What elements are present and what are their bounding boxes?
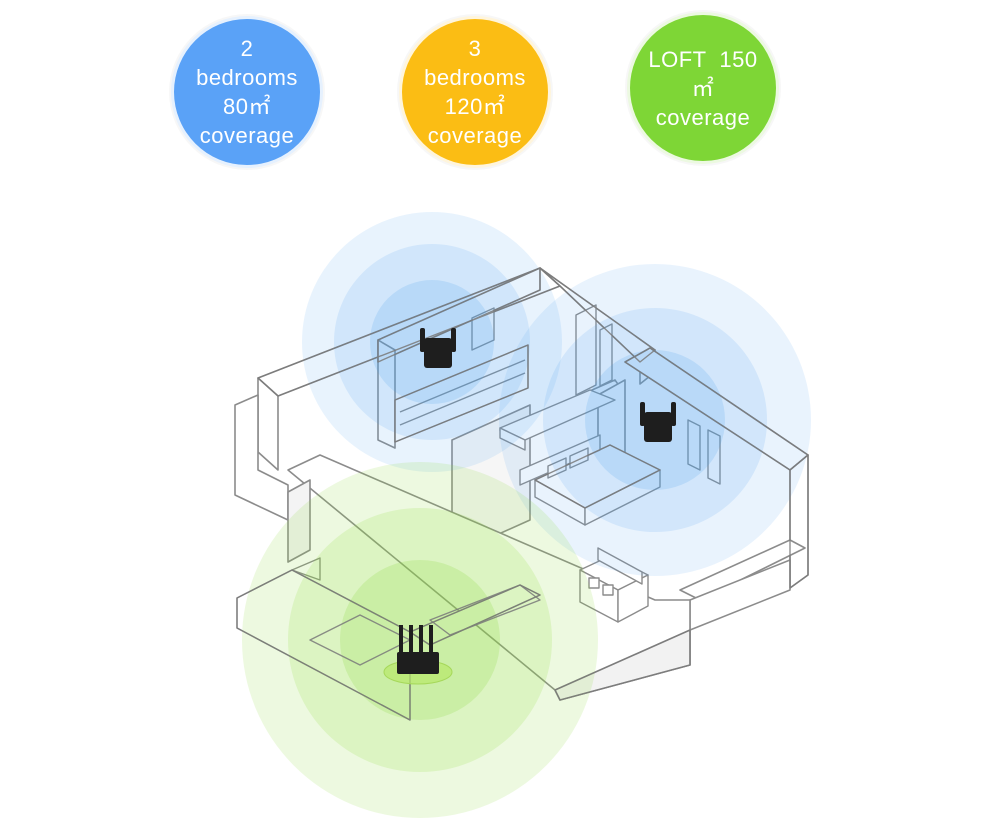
wifi-extender-icon [420, 328, 456, 368]
badge-line: bedrooms [424, 65, 526, 90]
coverage-badge-loft: LOFT 150 ㎡ coverage [627, 12, 779, 164]
house-walls [234, 267, 809, 701]
badge-line: coverage [427, 123, 523, 148]
badge-line: coverage [199, 123, 295, 148]
router-icon [383, 625, 453, 685]
furniture [236, 304, 721, 721]
wifi-extender-icon [640, 402, 676, 442]
badge-line: 120㎡ [444, 94, 506, 119]
badge-line: LOFT 150 [648, 46, 758, 72]
badge-line: 80㎡ [223, 94, 271, 119]
coverage-badge-3-bedrooms: 3 bedrooms 120㎡ coverage [399, 16, 551, 168]
badge-line: 3 [468, 36, 482, 61]
coverage-badge-2-bedrooms: 2 bedrooms 80㎡ coverage [171, 16, 323, 168]
badge-line: coverage [655, 104, 751, 130]
badge-line: bedrooms [196, 65, 298, 90]
badge-line: 2 [240, 36, 254, 61]
wifi-coverage [242, 212, 811, 818]
badge-line: ㎡ [691, 75, 715, 101]
